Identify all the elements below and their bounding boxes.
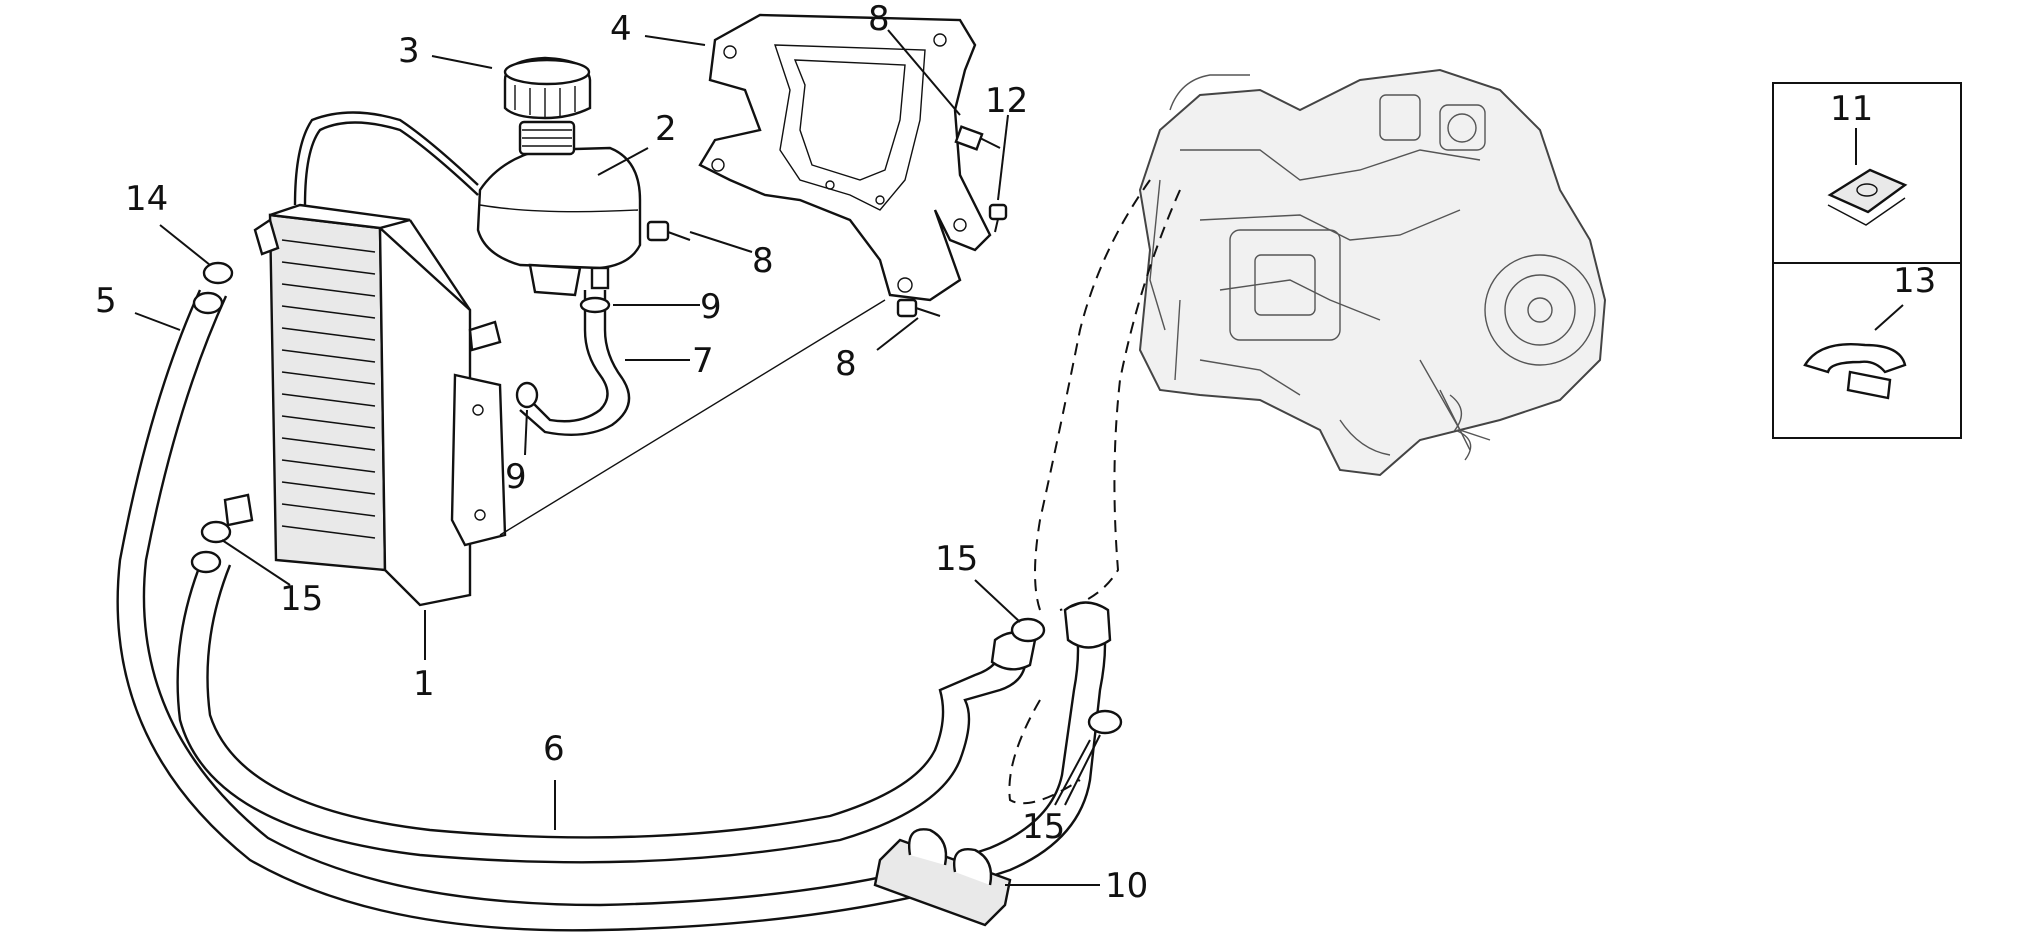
callout-5: 5 [95, 281, 117, 321]
routing-dashed-lines [499, 179, 1181, 805]
callout-12: 12 [985, 81, 1028, 121]
callout-15-radiator: 15 [280, 579, 323, 619]
hose-5 [116, 289, 1107, 932]
callout-9-lower: 9 [505, 457, 527, 497]
clamp-15-radiator [190, 520, 232, 574]
callout-6: 6 [543, 729, 565, 769]
callout-4: 4 [610, 9, 632, 49]
screw-8-lower [896, 298, 941, 318]
callout-2: 2 [655, 109, 677, 149]
callout-15-engine-lower: 15 [1022, 807, 1065, 847]
clamp-15-engine-upper [1010, 617, 1046, 643]
inset-box-11 [1772, 82, 1962, 264]
clamp-15-engine-lower [1087, 709, 1123, 735]
callout-1: 1 [413, 664, 435, 704]
callout-7: 7 [692, 341, 714, 381]
screw-8-tank [646, 220, 691, 242]
radiator [223, 203, 507, 607]
callout-13: 13 [1893, 261, 1936, 301]
callout-14: 14 [125, 179, 168, 219]
engine-assembly [1138, 68, 1607, 477]
callout-3: 3 [398, 31, 420, 71]
callout-8-upper: 8 [868, 0, 890, 39]
screw-12 [988, 203, 1008, 233]
callout-15-engine-upper: 15 [935, 539, 978, 579]
expansion-tank [476, 120, 642, 297]
clamp-9-lower [515, 381, 539, 409]
mounting-bracket [698, 13, 992, 302]
clamp-9-upper [579, 296, 611, 314]
hose-holder [873, 828, 1012, 927]
hose-end-engine [1063, 601, 1112, 649]
leader-lines [134, 29, 1904, 886]
callout-8-tank: 8 [752, 241, 774, 281]
inset-box-13 [1772, 262, 1962, 439]
callout-8-lower: 8 [835, 344, 857, 384]
clamp-14 [192, 261, 234, 315]
callout-10: 10 [1105, 866, 1148, 906]
screw-8-upper [954, 125, 1001, 151]
breather-hose [293, 111, 479, 206]
callout-11: 11 [1830, 89, 1873, 129]
callout-labels: 3 4 2 8 12 8 8 9 7 9 14 5 15 1 6 15 15 1… [95, 0, 1936, 906]
radiator-fins [281, 239, 376, 539]
hose-7 [519, 290, 631, 436]
hose-6 [176, 559, 1027, 864]
callout-9-upper: 9 [700, 287, 722, 327]
tank-cap [503, 56, 592, 120]
